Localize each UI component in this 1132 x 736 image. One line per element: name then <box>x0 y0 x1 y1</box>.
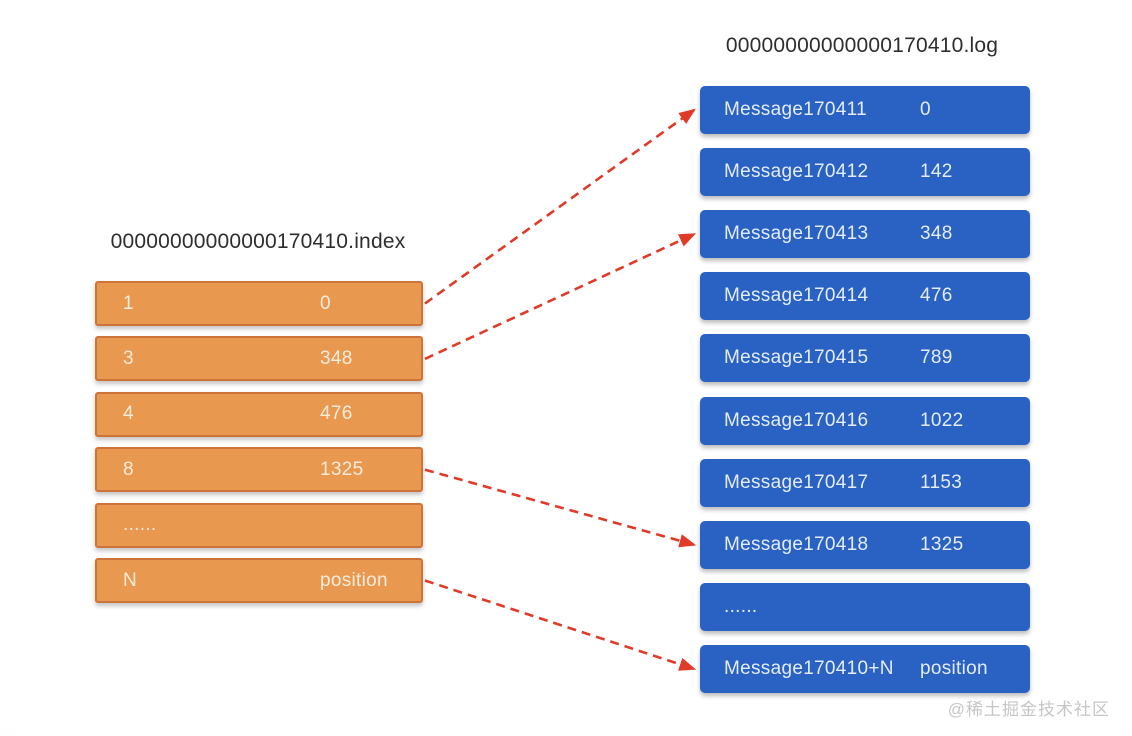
log-row-message: Message170418 <box>724 533 869 555</box>
index-row-position: 348 <box>320 347 353 369</box>
index-row-offset: 4 <box>123 403 134 425</box>
log-row: Message170418 1325 <box>700 520 1030 569</box>
log-row-offset: 789 <box>920 347 953 369</box>
log-file-title: 00000000000000170410.log <box>725 34 999 57</box>
log-row-offset: 1022 <box>920 409 964 431</box>
log-row-message: Message170412 <box>724 161 869 183</box>
log-row-offset: 476 <box>920 285 953 307</box>
watermark: @稀土掘金技术社区 <box>947 700 1110 719</box>
log-row: Message170410+N position <box>700 644 1030 693</box>
index-row: 4 476 <box>95 391 423 437</box>
index-file-title: 00000000000000170410.index <box>110 230 406 253</box>
log-row: Message170413 348 <box>700 210 1030 259</box>
log-row-message: Message170414 <box>724 285 869 307</box>
index-row-offset: 3 <box>123 347 134 369</box>
log-row: Message170412 142 <box>700 148 1030 197</box>
log-row: Message170414 476 <box>700 272 1030 321</box>
index-row-offset: ...... <box>123 514 157 536</box>
log-row-message: Message170411 <box>724 99 867 120</box>
log-row-offset: 1325 <box>920 533 964 555</box>
log-row-offset: 0 <box>920 99 931 120</box>
log-row-offset: 348 <box>920 223 953 245</box>
index-to-log-arrow <box>424 468 697 548</box>
index-row-offset: N <box>123 569 138 591</box>
index-row: 8 1325 <box>95 447 423 493</box>
log-row-message: Message170417 <box>724 471 869 493</box>
log-row: Message170416 1022 <box>700 396 1030 445</box>
log-row: Message170415 789 <box>700 334 1030 383</box>
log-row: Message170411 0 <box>700 86 1030 134</box>
log-row-offset: 1153 <box>920 471 963 493</box>
index-row: 3 348 <box>95 336 423 382</box>
index-to-log-arrow <box>424 579 697 671</box>
log-row-message: ...... <box>724 595 758 617</box>
index-to-log-arrow <box>424 108 696 305</box>
log-row: Message170417 1153 <box>700 458 1030 507</box>
index-row-position: 476 <box>320 403 353 425</box>
log-row-offset: position <box>920 657 988 679</box>
index-to-log-arrow <box>424 233 697 361</box>
log-row-message: Message170416 <box>724 409 869 431</box>
index-row-position: 1325 <box>320 458 364 480</box>
index-row-position: position <box>320 569 388 591</box>
index-row: ...... <box>95 502 423 548</box>
log-row-message: Message170413 <box>724 223 869 245</box>
log-row-offset: 142 <box>920 161 953 183</box>
log-row-message: Message170410+N <box>724 657 894 679</box>
index-row-offset: 1 <box>123 292 134 314</box>
log-row: ...... <box>700 582 1030 631</box>
index-row-offset: 8 <box>123 458 134 480</box>
index-row-position: 0 <box>320 292 331 314</box>
log-row-message: Message170415 <box>724 347 869 369</box>
